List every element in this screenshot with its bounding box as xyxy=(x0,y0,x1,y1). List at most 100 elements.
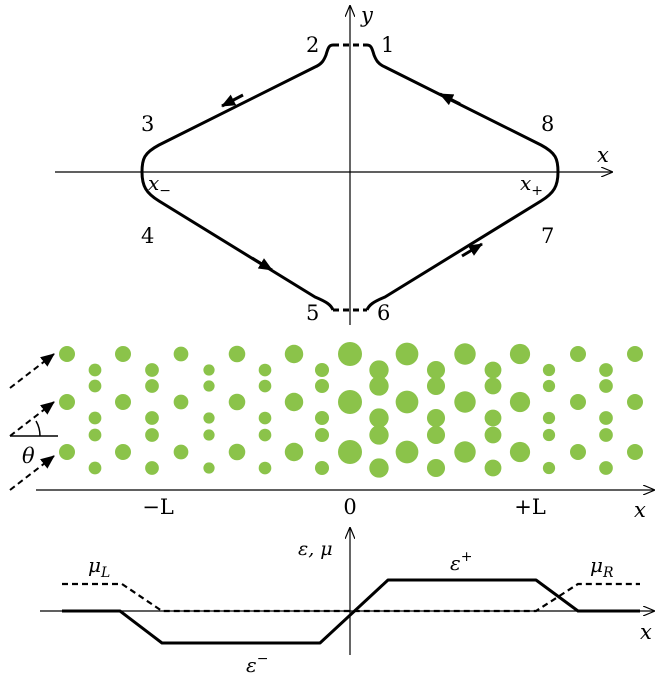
particle xyxy=(228,443,246,461)
particle xyxy=(599,411,613,425)
particle xyxy=(88,363,102,377)
particle xyxy=(454,343,476,365)
particle xyxy=(426,458,446,478)
particle xyxy=(88,428,102,442)
particle xyxy=(542,379,556,393)
particle xyxy=(426,408,446,428)
particle xyxy=(454,441,476,463)
arrow-upper-left xyxy=(221,93,244,108)
particle xyxy=(484,426,502,444)
particle xyxy=(627,346,643,362)
particle xyxy=(338,342,362,366)
tick-label-minus-L: −L xyxy=(142,495,174,519)
contour-panel: y x x− x+ 1 2 3 4 5 6 7 8 xyxy=(55,3,612,325)
particle xyxy=(570,394,586,410)
particle xyxy=(228,393,246,411)
particle xyxy=(115,444,131,460)
particle xyxy=(284,344,304,364)
particle-panel: θ −L 0 +L x xyxy=(9,342,654,522)
tick-label-zero: 0 xyxy=(343,495,356,519)
particle xyxy=(570,346,586,362)
profile-panel: ε, μ x μL μR ε+ ε− xyxy=(40,528,654,675)
contour-path xyxy=(140,43,560,311)
label-x-plus: x+ xyxy=(520,171,543,199)
incident-arrow-top xyxy=(9,353,55,389)
particle xyxy=(599,461,613,475)
particle xyxy=(395,390,419,414)
axis-label-x: x xyxy=(597,143,609,167)
tick-label-plus-L: +L xyxy=(514,495,546,519)
axis-label-y: y xyxy=(360,3,374,27)
corner-label-5: 5 xyxy=(306,301,319,325)
particle-array xyxy=(59,342,643,478)
particle xyxy=(338,440,362,464)
particle xyxy=(59,444,75,460)
particle xyxy=(314,378,330,394)
particle xyxy=(314,427,330,443)
particle xyxy=(338,390,362,414)
particle xyxy=(484,409,502,427)
particle xyxy=(627,394,643,410)
particle xyxy=(59,346,75,362)
particle xyxy=(145,379,159,393)
particle xyxy=(145,461,159,475)
particle xyxy=(284,392,304,412)
particle xyxy=(88,411,102,425)
particle xyxy=(509,441,531,463)
particle xyxy=(369,360,389,380)
particle xyxy=(203,364,215,376)
particle xyxy=(203,380,215,392)
particle xyxy=(173,346,189,362)
particle xyxy=(258,379,272,393)
particle xyxy=(173,394,189,410)
corner-label-6: 6 xyxy=(377,301,390,325)
particle xyxy=(145,363,159,377)
particle xyxy=(258,461,272,475)
particle xyxy=(627,444,643,460)
particle xyxy=(203,429,215,441)
particle xyxy=(59,394,75,410)
particle xyxy=(599,379,613,393)
profile-axis-label-x: x xyxy=(640,620,652,644)
incident-arrow-middle xyxy=(9,401,55,437)
corner-label-4: 4 xyxy=(141,224,154,248)
label-mu-R: μR xyxy=(590,553,614,581)
particle xyxy=(369,425,389,445)
particle xyxy=(509,343,531,365)
arrow-lower-left xyxy=(251,256,273,272)
particle xyxy=(395,342,419,366)
angle-arc xyxy=(35,420,41,437)
particle xyxy=(115,346,131,362)
particle xyxy=(426,360,446,380)
corner-label-8: 8 xyxy=(541,112,554,136)
particle xyxy=(484,459,502,477)
particle xyxy=(284,442,304,462)
particle xyxy=(258,363,272,377)
particle xyxy=(228,345,246,363)
particle xyxy=(426,376,446,396)
epsilon-profile xyxy=(62,578,640,645)
particle xyxy=(203,412,215,424)
angle-label-theta: θ xyxy=(22,444,35,468)
corner-label-7: 7 xyxy=(541,224,554,248)
particle xyxy=(314,410,330,426)
mu-profile-dashed xyxy=(62,582,640,613)
particle xyxy=(484,377,502,395)
particle xyxy=(454,391,476,413)
label-epsilon-plus: ε+ xyxy=(450,549,472,575)
corner-label-3: 3 xyxy=(141,112,154,136)
particle xyxy=(542,363,556,377)
particle xyxy=(509,391,531,413)
particle xyxy=(599,428,613,442)
particle xyxy=(369,376,389,396)
particle xyxy=(395,440,419,464)
slab-axis-label-x: x xyxy=(634,498,646,522)
particle xyxy=(369,408,389,428)
arrow-upper-right xyxy=(439,92,461,106)
particle xyxy=(542,428,556,442)
particle xyxy=(484,361,502,379)
corner-label-2: 2 xyxy=(306,33,319,57)
particle xyxy=(599,363,613,377)
corner-label-1: 1 xyxy=(381,33,394,57)
